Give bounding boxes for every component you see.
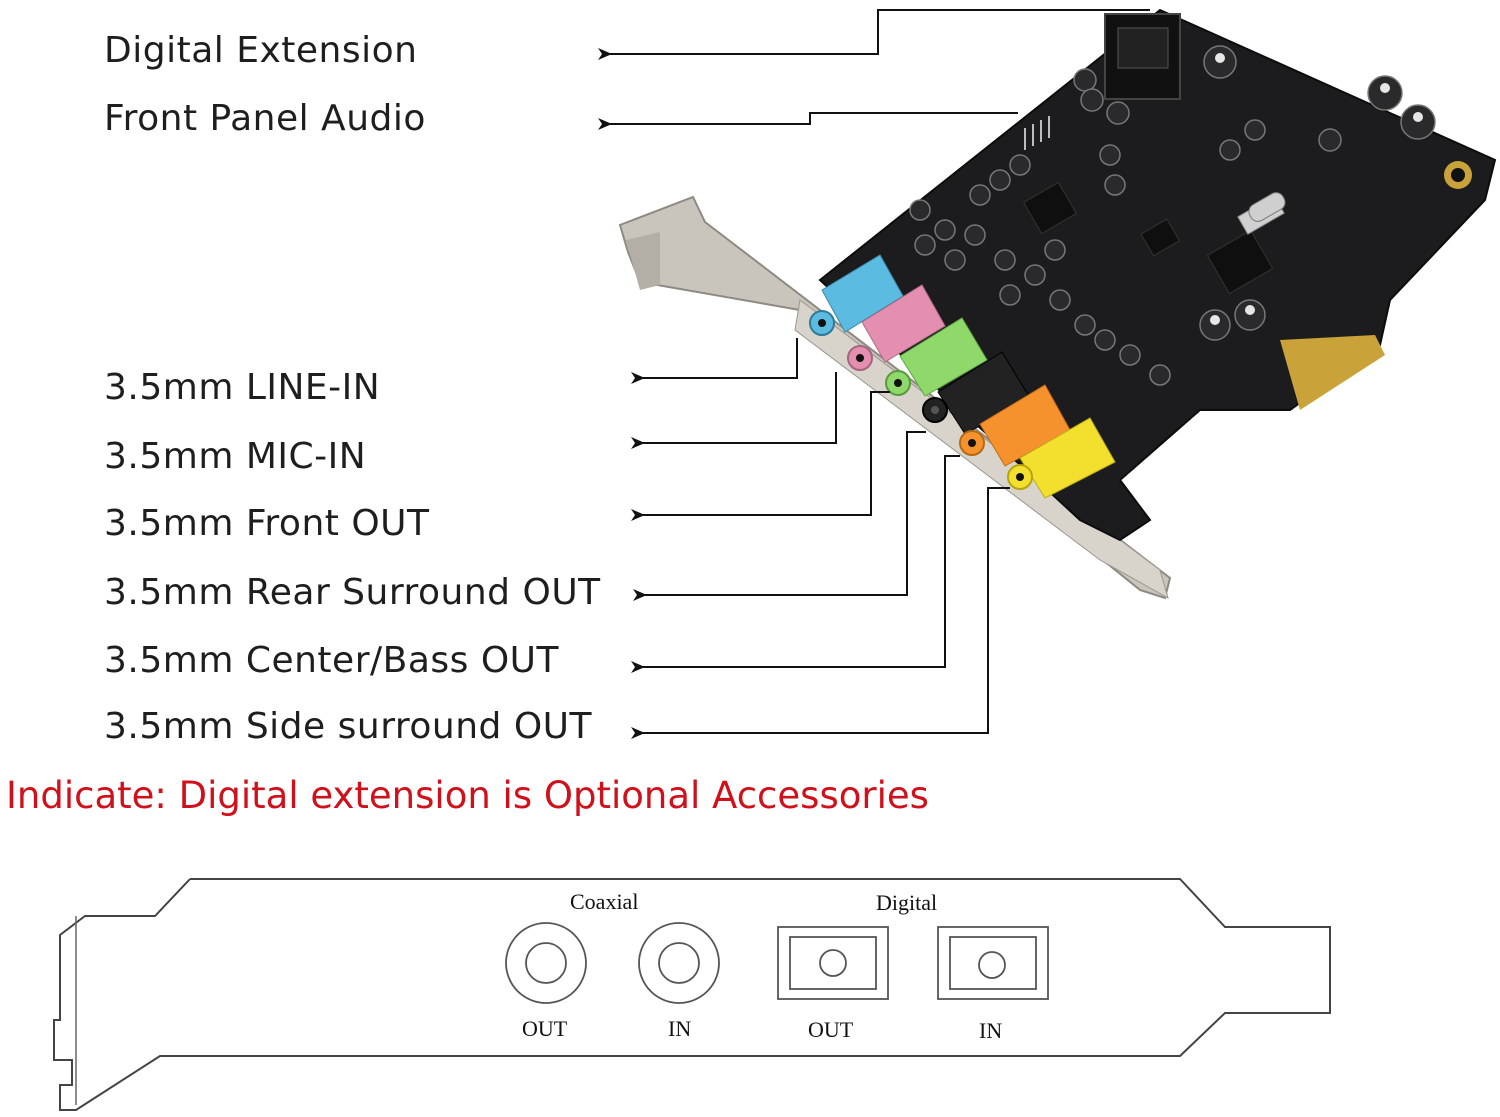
- label-front-out: 3.5mm Front OUT: [104, 503, 430, 544]
- coaxial-out-port: [505, 922, 587, 1004]
- leader-front-out: [631, 391, 890, 521]
- digital-in-label: IN: [979, 1018, 1002, 1043]
- label-front-panel-audio: Front Panel Audio: [104, 98, 426, 139]
- bracket-outline: [53, 878, 1331, 1111]
- audio-jacks: [809, 310, 1033, 490]
- label-center-bass-out: 3.5mm Center/Bass OUT: [104, 640, 560, 681]
- leader-mic-in: [631, 372, 837, 449]
- digital-title: Digital: [876, 890, 937, 915]
- label-line-in: 3.5mm LINE-IN: [104, 367, 381, 408]
- sound-card-illustration: [598, 8, 1497, 739]
- label-rear-surround-out: 3.5mm Rear Surround OUT: [104, 572, 601, 613]
- label-side-surround-out: 3.5mm Side surround OUT: [104, 706, 593, 747]
- digital-out-port: [777, 926, 889, 1000]
- leader-lines: [598, 9, 1150, 739]
- coaxial-in-port: [638, 922, 720, 1004]
- coaxial-out-label: OUT: [522, 1016, 568, 1041]
- label-mic-in: 3.5mm MIC-IN: [104, 436, 367, 477]
- coaxial-title: Coaxial: [570, 889, 638, 914]
- leader-rear-surround-out: [633, 431, 926, 601]
- coaxial-in-label: IN: [668, 1016, 691, 1041]
- leader-center-bass-out: [631, 455, 960, 673]
- optional-accessories-note: Indicate: Digital extension is Optional …: [6, 774, 929, 817]
- leader-line-in: [631, 338, 798, 384]
- leader-side-surround-out: [631, 487, 1010, 739]
- leader-digital-extension: [598, 9, 1150, 60]
- leader-front-panel-audio: [598, 112, 1018, 130]
- digital-out-label: OUT: [808, 1017, 854, 1042]
- label-digital-extension: Digital Extension: [104, 30, 418, 71]
- digital-in-port: [937, 926, 1049, 1000]
- jack-blocks: [821, 254, 1116, 499]
